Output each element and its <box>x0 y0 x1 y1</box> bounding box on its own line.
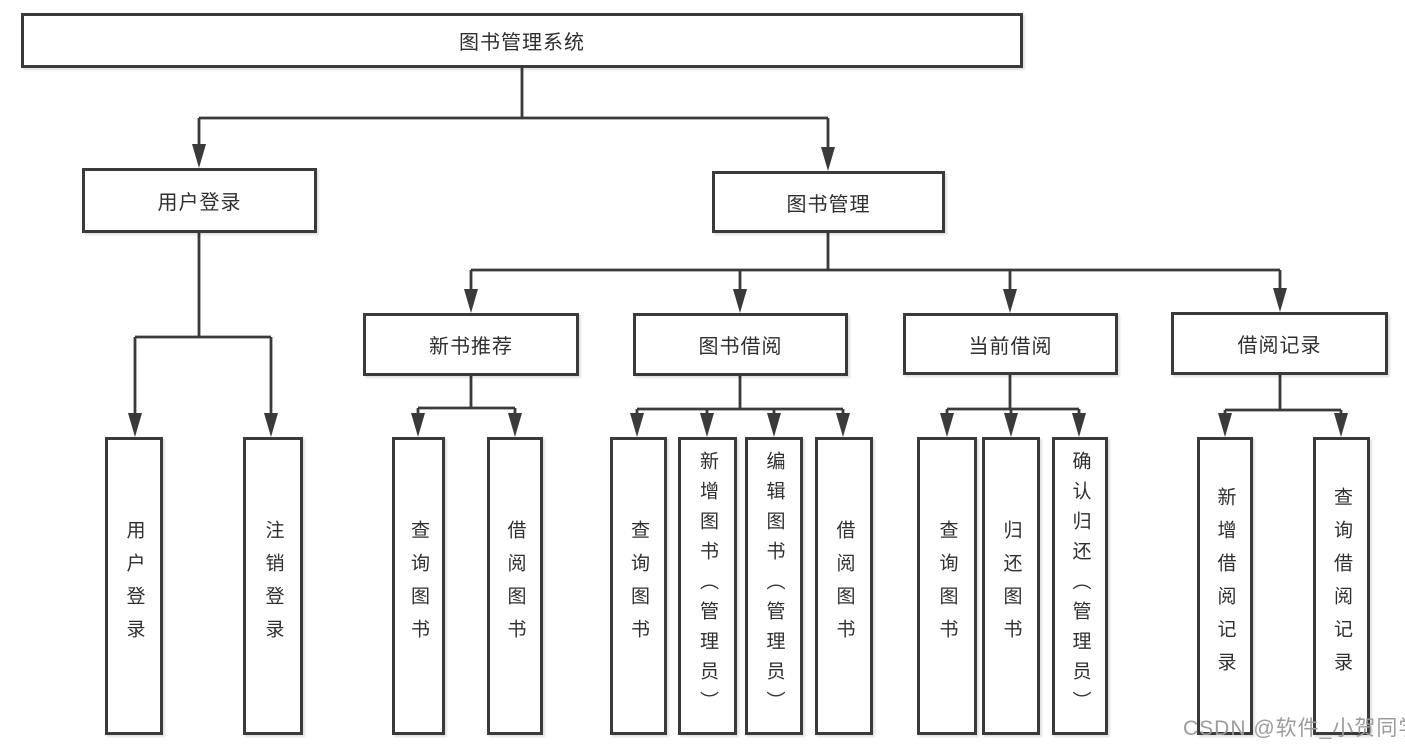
node-book-management-label: 图书管理 <box>786 193 871 216</box>
leaf-borrow-books-recommend-label: 借阅图书 <box>504 520 526 652</box>
leaf-query-borrow-record-label: 查询借阅记录 <box>1331 487 1352 685</box>
leaf-logout: 注销登录 <box>243 437 303 735</box>
leaf-add-books-admin: 新增图书（管理员） <box>678 437 737 735</box>
leaf-query-books-borrow: 查询图书 <box>610 437 667 735</box>
leaf-query-borrow-record: 查询借阅记录 <box>1313 437 1370 735</box>
leaf-add-borrow-record: 新增借阅记录 <box>1197 437 1253 735</box>
leaf-borrow-books-label: 借阅图书 <box>833 520 855 652</box>
node-new-book-recommend-label: 新书推荐 <box>429 336 513 358</box>
node-new-book-recommend: 新书推荐 <box>363 313 579 376</box>
leaf-edit-books-admin-label: 编辑图书（管理员） <box>763 451 785 721</box>
node-borrow-record-label: 借阅记录 <box>1237 335 1322 357</box>
leaf-borrow-books: 借阅图书 <box>815 437 873 735</box>
leaf-edit-books-admin: 编辑图书（管理员） <box>745 437 803 735</box>
leaf-add-borrow-record-label: 新增借阅记录 <box>1214 487 1236 685</box>
leaf-query-books-current-label: 查询图书 <box>936 520 958 652</box>
node-current-borrow: 当前借阅 <box>903 313 1118 375</box>
node-book-management: 图书管理 <box>712 171 945 233</box>
leaf-return-books: 归还图书 <box>982 437 1040 735</box>
leaf-logout-label: 注销登录 <box>262 520 284 652</box>
leaf-add-books-admin-label: 新增图书（管理员） <box>697 451 718 721</box>
node-book-borrow-label: 图书借阅 <box>698 336 783 358</box>
connector-strokes <box>133 68 1343 417</box>
csdn-watermark: CSDN @软件_小贺同学 <box>1183 717 1405 740</box>
leaf-confirm-return-admin: 确认归还（管理员） <box>1052 437 1108 735</box>
node-user-login: 用户登录 <box>82 168 317 233</box>
node-user-login-label: 用户登录 <box>157 192 242 214</box>
node-current-borrow-label: 当前借阅 <box>968 335 1053 358</box>
leaf-return-books-label: 归还图书 <box>1000 520 1022 652</box>
node-root-label: 图书管理系统 <box>459 32 585 54</box>
node-borrow-record: 借阅记录 <box>1171 312 1388 375</box>
node-book-borrow: 图书借阅 <box>633 313 848 376</box>
leaf-confirm-return-admin-label: 确认归还（管理员） <box>1069 451 1091 721</box>
leaf-user-login-label: 用户登录 <box>123 520 145 652</box>
node-root-system: 图书管理系统 <box>21 13 1023 68</box>
leaf-query-books-current: 查询图书 <box>917 437 977 735</box>
leaf-user-login: 用户登录 <box>105 437 163 735</box>
leaf-query-books-recommend-label: 查询图书 <box>408 520 429 652</box>
leaf-borrow-books-recommend: 借阅图书 <box>487 437 543 735</box>
arrowheads <box>128 144 1348 437</box>
leaf-query-books-recommend: 查询图书 <box>392 437 445 735</box>
leaf-query-books-borrow-label: 查询图书 <box>628 520 649 652</box>
